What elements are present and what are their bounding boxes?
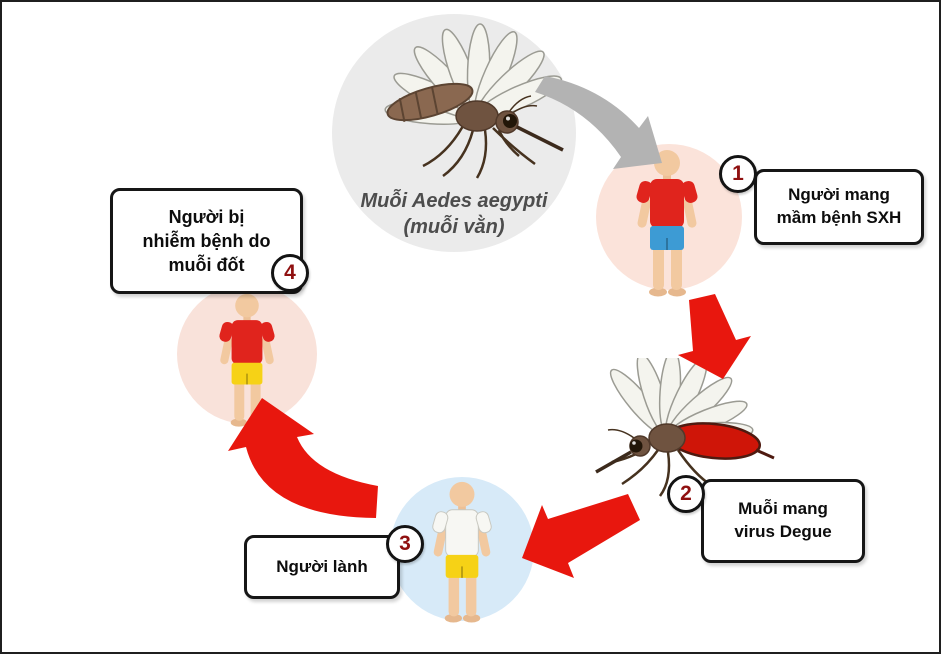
step1-label: Người mang mầm bệnh SXH (776, 185, 902, 227)
step2-number: 2 (680, 482, 692, 505)
shorts (445, 554, 479, 578)
neck (243, 313, 251, 323)
leg (448, 572, 460, 617)
foot (462, 613, 481, 623)
step3-label-box: Người lành (244, 535, 400, 599)
mosquito-species-label: Muỗi Aedes aegypti (360, 190, 548, 212)
step2-number-badge: 2 (667, 475, 705, 513)
step4-infected-person (219, 293, 275, 427)
proboscis-icon (595, 450, 632, 474)
mosquito-legs-icon (422, 125, 536, 179)
person-figure (432, 481, 492, 623)
shirt (445, 509, 479, 558)
leg (250, 379, 261, 421)
step1-number-badge: 1 (719, 155, 757, 193)
foot (649, 287, 667, 297)
step2-label-box: Muỗi mang virus Degue (701, 479, 865, 563)
leg (653, 244, 664, 290)
arm (477, 528, 491, 557)
eye-highlight-icon (506, 116, 510, 121)
sleeve (475, 511, 492, 534)
shirt (650, 179, 684, 228)
step4-label-box: Người bị nhiễm bệnh do muỗi đốt (110, 188, 303, 294)
sleeve (432, 511, 449, 534)
step3-number-badge: 3 (386, 525, 424, 563)
person-figure (636, 150, 698, 297)
step1-number: 1 (732, 162, 744, 185)
mosquito-common-name-label: (muỗi vằn) (403, 216, 505, 238)
arm (220, 337, 233, 365)
sleeve (636, 181, 653, 203)
step3-number: 3 (399, 532, 411, 555)
aedes-mosquito-illustration (384, 23, 564, 179)
shirt (231, 320, 263, 365)
person-figure (219, 293, 275, 427)
step3-label: Người lành (276, 556, 368, 576)
neck (458, 503, 466, 513)
step3-healthy-person (432, 481, 492, 623)
proboscis-icon (516, 125, 564, 152)
antenna-icon (607, 428, 635, 439)
abdomen-stripes-icon (398, 87, 439, 122)
mosquito-eye-icon (629, 439, 643, 453)
infected-mosquito-illustration (595, 358, 775, 497)
step4-label: Người bị nhiễm bệnh do muỗi đốt (142, 206, 271, 276)
arm (433, 528, 447, 557)
leg (671, 244, 682, 290)
sleeve (260, 321, 275, 342)
mosquito-caption: Muỗi Aedes aegypti (muỗi vằn) (304, 188, 604, 240)
arrow-step2-to-step3 (522, 494, 640, 578)
foot (444, 613, 462, 623)
step4-number: 4 (284, 261, 296, 284)
mosquito-abdomen-icon (386, 82, 474, 122)
step2-label: Muỗi mang virus Degue (734, 499, 832, 541)
step4-number-badge: 4 (271, 254, 309, 292)
step1-infected-person (636, 150, 698, 297)
arm (261, 337, 274, 365)
sleeve (219, 321, 234, 342)
mosquito-thorax-icon (648, 423, 686, 453)
mosquito-eye-icon (503, 114, 517, 128)
shorts (650, 226, 684, 250)
eye-highlight-icon (632, 441, 636, 445)
head (654, 150, 680, 176)
arm (637, 198, 651, 228)
abdomen-tip-icon (755, 448, 775, 460)
step1-label-box: Người mang mầm bệnh SXH (754, 169, 924, 245)
leg (234, 379, 245, 421)
head (235, 293, 259, 318)
arm (683, 198, 697, 228)
mosquito-thorax-icon (455, 100, 499, 132)
head (449, 481, 475, 507)
shorts (231, 362, 263, 385)
leg (465, 572, 477, 617)
neck (663, 172, 671, 182)
sleeve (681, 181, 698, 203)
